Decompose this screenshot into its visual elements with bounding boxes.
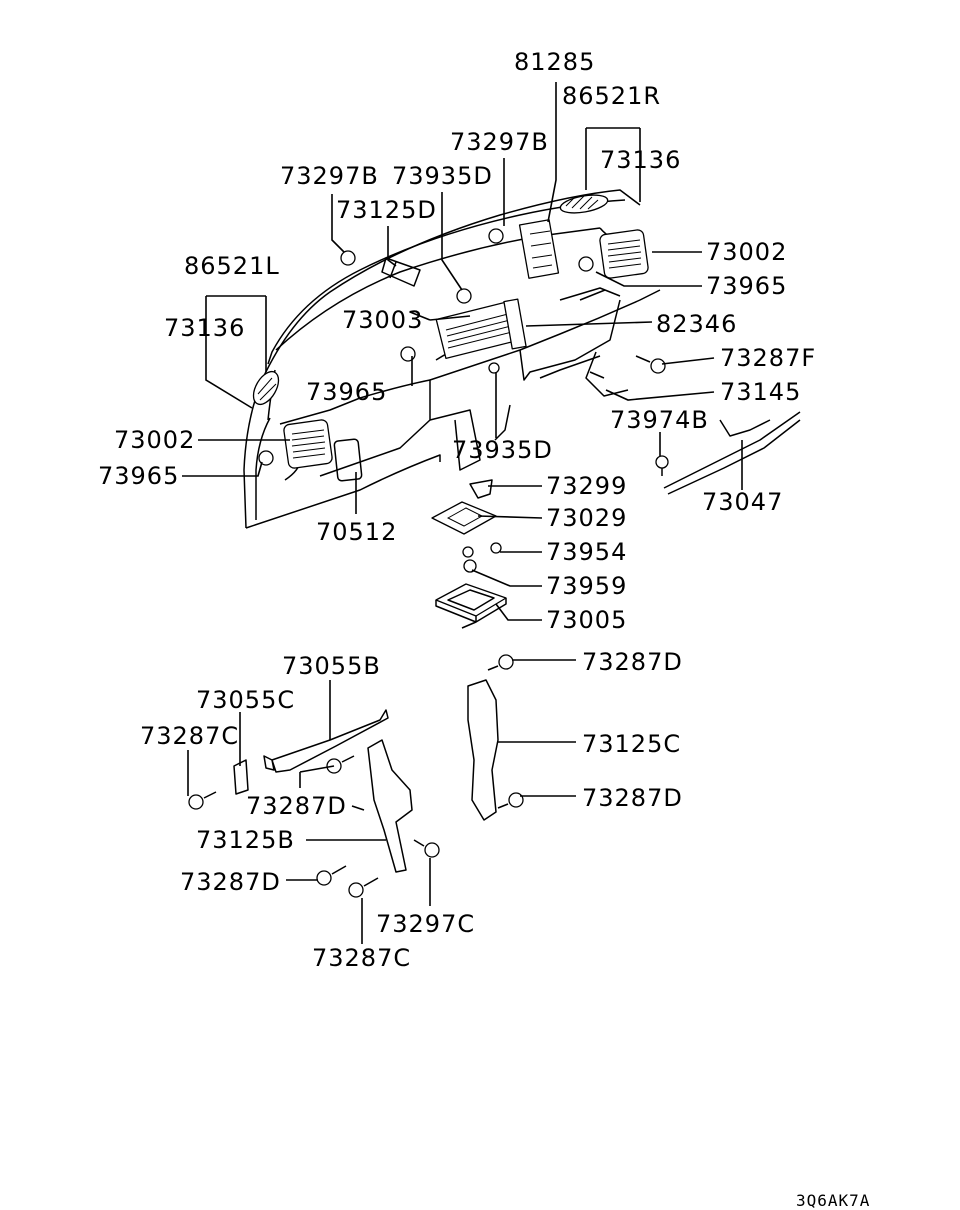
label-73125c: 73125C — [582, 730, 681, 758]
label-73299: 73299 — [546, 472, 627, 500]
label-73125d: 73125D — [336, 196, 437, 224]
label-73287d-r2: 73287D — [582, 784, 683, 812]
leader-lines — [182, 82, 743, 944]
label-86521l: 86521L — [184, 252, 280, 280]
ashtray-parts-drawing — [431, 479, 507, 629]
dash-clips — [258, 228, 594, 466]
label-73005: 73005 — [546, 606, 627, 634]
label-73055c: 73055C — [196, 686, 295, 714]
label-73287d-left: 73287D — [180, 868, 281, 896]
label-70512: 70512 — [316, 518, 397, 546]
label-73003: 73003 — [342, 306, 423, 334]
label-73002-right: 73002 — [706, 238, 787, 266]
label-81285: 81285 — [514, 48, 595, 76]
label-73297b-top: 73297B — [450, 128, 549, 156]
label-73047: 73047 — [702, 488, 783, 516]
label-73287d-mid: 73287D — [246, 792, 347, 820]
label-73287c-left: 73287C — [140, 722, 239, 750]
label-73965-left: 73965 — [98, 462, 179, 490]
label-73965-mid: 73965 — [306, 378, 387, 406]
label-73954: 73954 — [546, 538, 627, 566]
label-82346: 82346 — [656, 310, 737, 338]
label-73297b-left: 73297B — [280, 162, 379, 190]
label-73974b: 73974B — [610, 406, 709, 434]
label-73287d-r1: 73287D — [582, 648, 683, 676]
label-73055b: 73055B — [282, 652, 381, 680]
label-73935d-top: 73935D — [392, 162, 493, 190]
label-73287f: 73287F — [720, 344, 816, 372]
label-73297c: 73297C — [376, 910, 475, 938]
label-86521r: 86521R — [562, 82, 661, 110]
label-73125b: 73125B — [196, 826, 295, 854]
figure-code: 3Q6AK7A — [796, 1191, 870, 1210]
part-labels: 81285 86521R 73297B 73136 73297B 73935D … — [98, 48, 816, 972]
label-73029: 73029 — [546, 504, 627, 532]
lower-brackets-drawing — [188, 654, 524, 898]
label-73136-right: 73136 — [600, 146, 681, 174]
label-73965-right: 73965 — [706, 272, 787, 300]
label-73935d-bottom: 73935D — [452, 436, 553, 464]
label-73002-left: 73002 — [114, 426, 195, 454]
label-73959: 73959 — [546, 572, 627, 600]
label-73145: 73145 — [720, 378, 801, 406]
instrument-panel-drawing — [243, 189, 801, 529]
label-73136-left: 73136 — [164, 314, 245, 342]
label-73287c-bottom: 73287C — [312, 944, 411, 972]
